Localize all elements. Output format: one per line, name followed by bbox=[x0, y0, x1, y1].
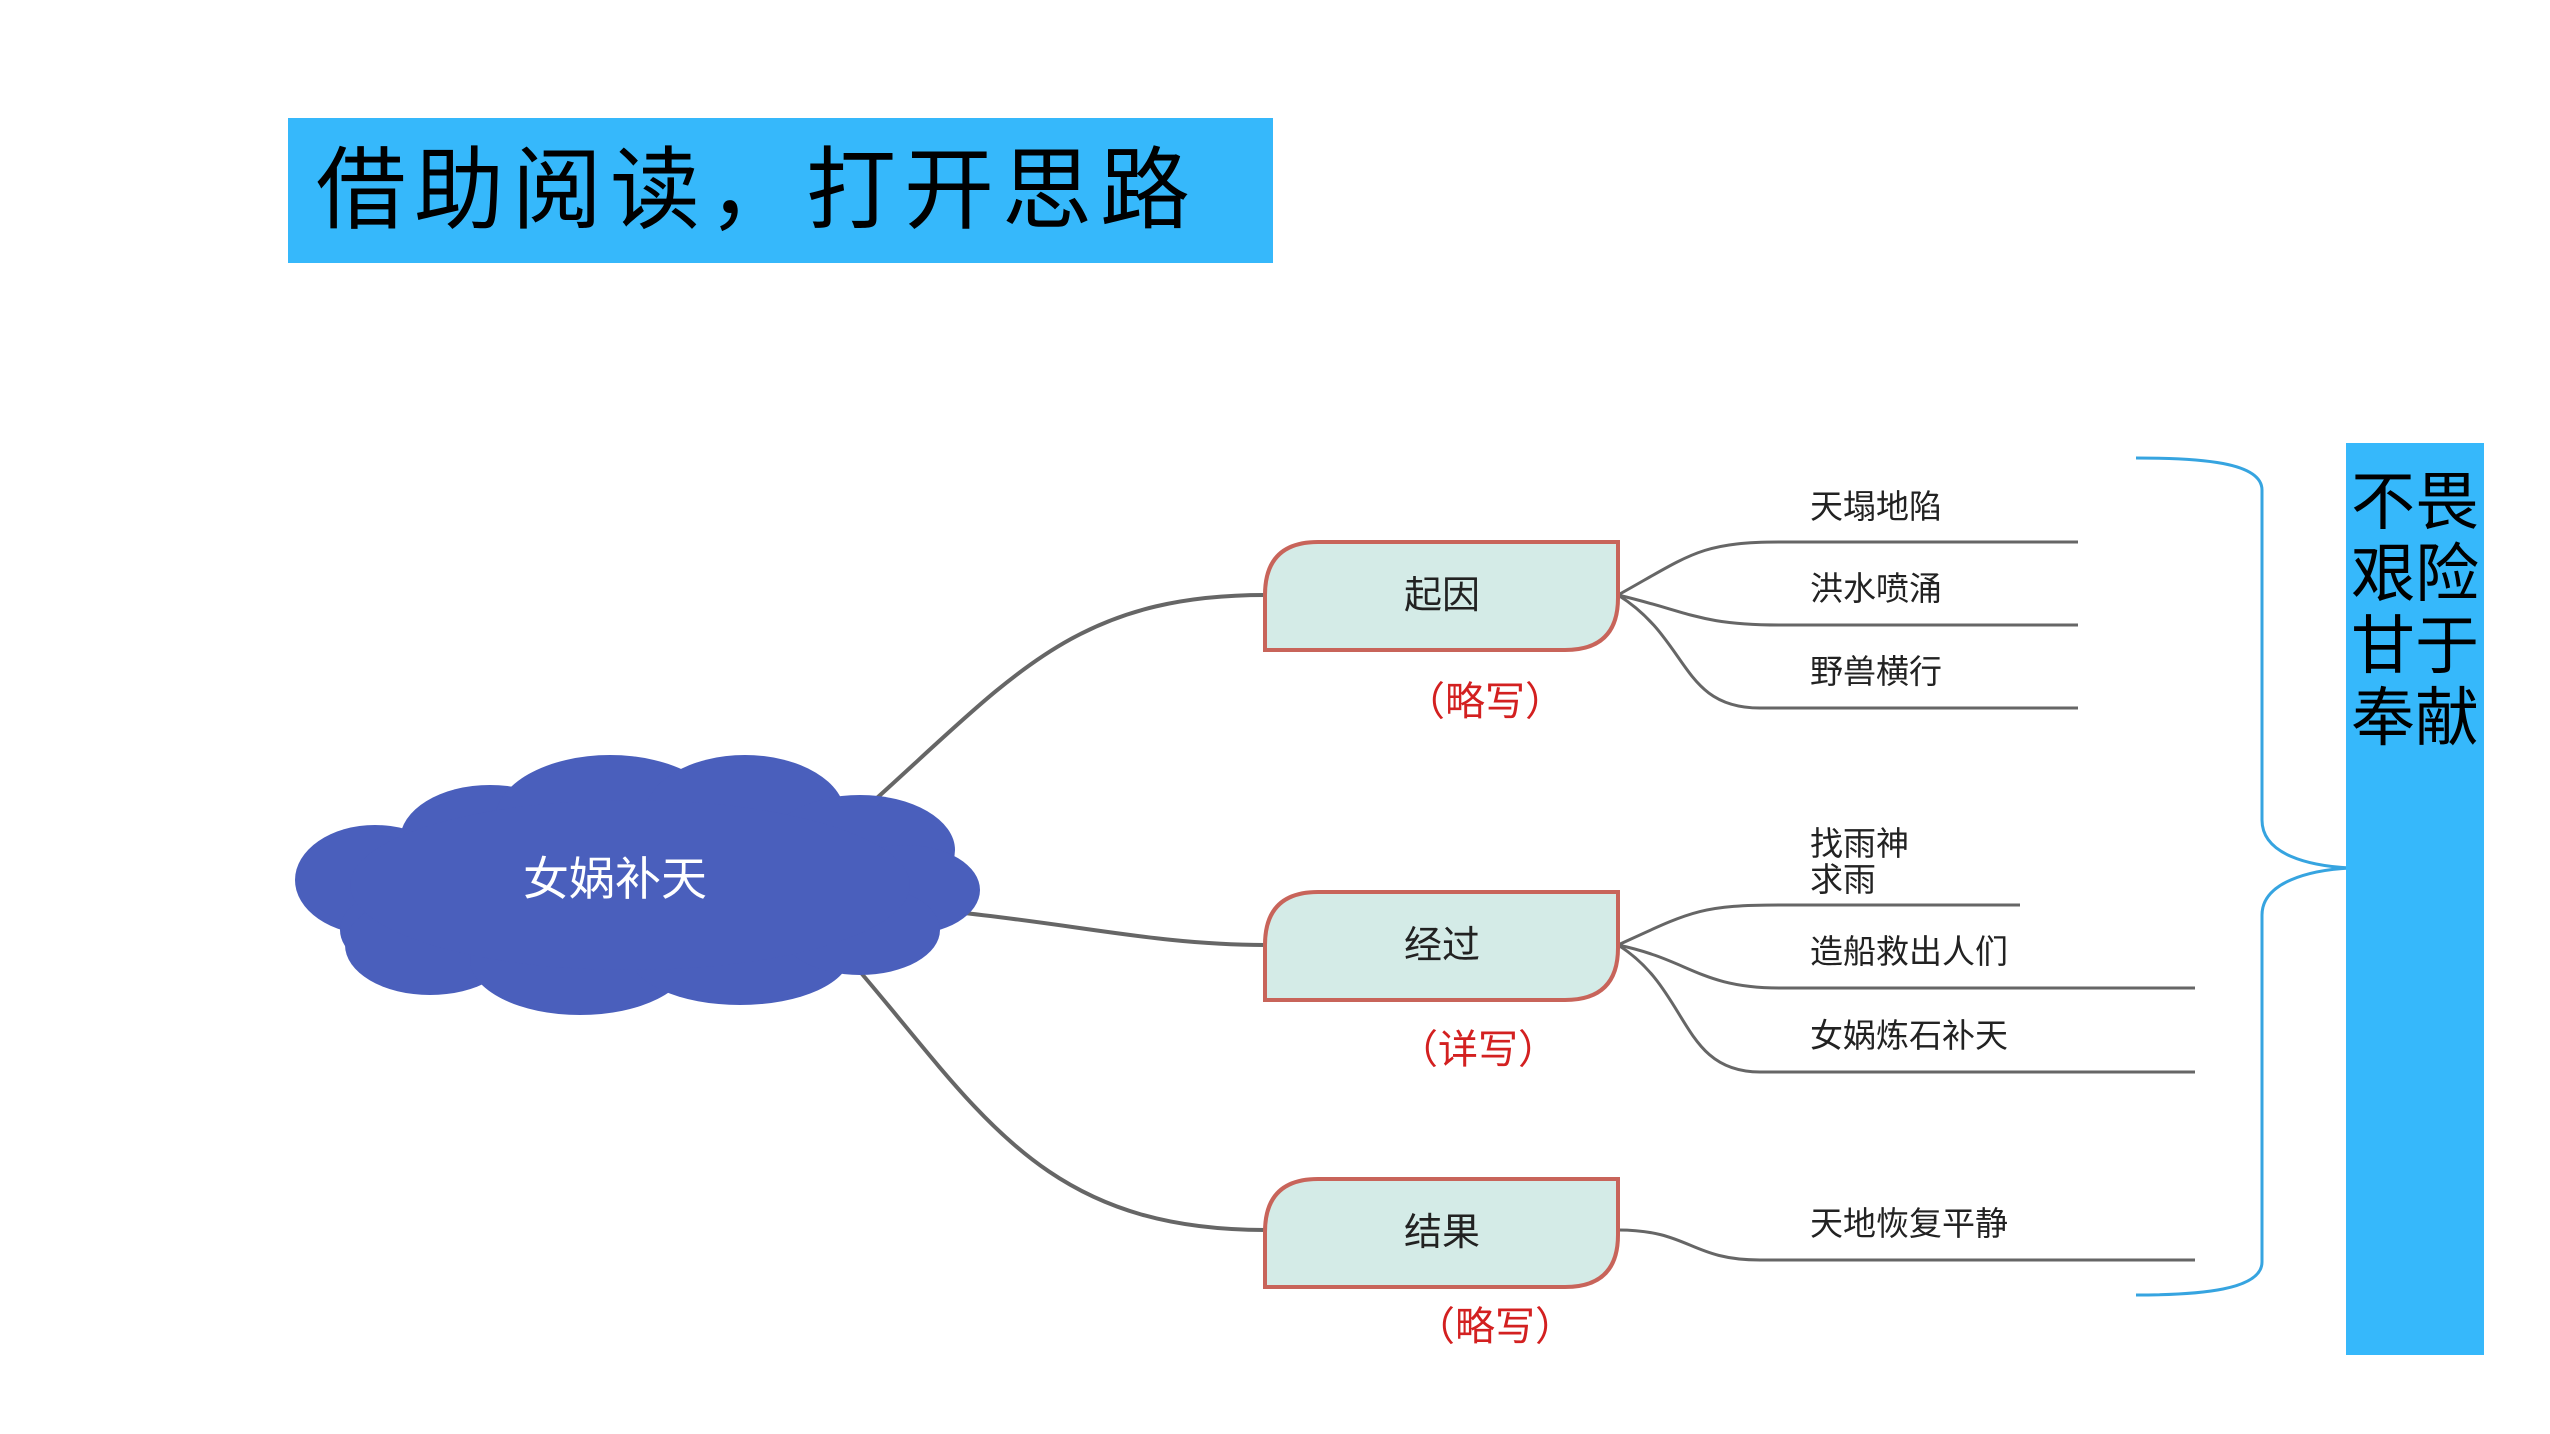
connector-cause-leaf-3 bbox=[1617, 593, 2078, 710]
branch-label-process: 经过 bbox=[1404, 923, 1480, 967]
connector-process-leaf-3 bbox=[1617, 943, 2195, 1074]
title-banner: 借助阅读，打开思路 bbox=[288, 118, 1273, 263]
summary-text: 不畏艰险 甘于奉献 bbox=[2351, 466, 2479, 756]
connector-result-leaf-1 bbox=[1617, 1228, 2195, 1262]
branch-label-result: 结果 bbox=[1404, 1210, 1480, 1254]
branch-note-result: （略写） bbox=[1415, 1304, 1575, 1350]
branch-node-process: 经过 bbox=[1263, 890, 1620, 1002]
main-connectors bbox=[848, 593, 1266, 1232]
leaf-result-1: 天地恢复平静 bbox=[1810, 1204, 2008, 1243]
connector-process-leaf-2 bbox=[1617, 943, 2195, 990]
center-cloud bbox=[295, 755, 980, 1015]
connector-center-to-process bbox=[954, 910, 1266, 947]
summary-brace bbox=[2135, 456, 2351, 1297]
leaf-process-2: 造船救出人们 bbox=[1810, 932, 2008, 971]
leaf-connectors bbox=[1617, 540, 2195, 1262]
connector-cause-leaf-2 bbox=[1617, 593, 2078, 627]
connector-center-to-result bbox=[848, 958, 1266, 1232]
connector-process-leaf-1 bbox=[1617, 903, 2020, 947]
summary-banner: 不畏艰险 甘于奉献 bbox=[2346, 443, 2484, 1355]
leaf-cause-2: 洪水喷涌 bbox=[1810, 569, 1942, 608]
branch-node-cause: 起因 bbox=[1263, 540, 1620, 652]
connector-cause-leaf-1 bbox=[1617, 540, 2078, 597]
leaf-process-1: 找雨神 求雨 bbox=[1810, 824, 1920, 899]
leaf-cause-3: 野兽横行 bbox=[1810, 652, 1942, 691]
leaf-process-1-line-1: 找雨神 bbox=[1810, 824, 1909, 863]
branch-label-cause: 起因 bbox=[1404, 573, 1480, 617]
branch-note-cause: （略写） bbox=[1405, 679, 1565, 725]
connector-center-to-cause bbox=[856, 593, 1266, 817]
leaf-process-3: 女娲炼石补天 bbox=[1810, 1016, 2008, 1055]
leaf-cause-1: 天塌地陷 bbox=[1810, 487, 1942, 526]
page-title: 借助阅读，打开思路 bbox=[316, 137, 1198, 243]
leaf-process-1-line-2: 求雨 bbox=[1810, 860, 1876, 899]
branch-note-process: （详写） bbox=[1398, 1027, 1558, 1073]
center-label: 女娲补天 bbox=[523, 852, 707, 906]
branch-node-result: 结果 bbox=[1263, 1177, 1620, 1289]
